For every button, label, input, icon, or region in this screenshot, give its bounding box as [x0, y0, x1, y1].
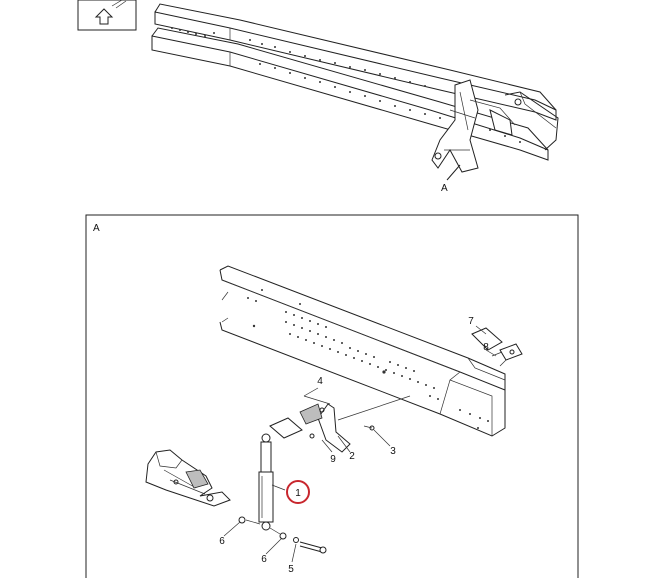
highlight-ring — [286, 480, 310, 504]
callout-6-right[interactable]: 6 — [261, 554, 267, 565]
frame-rail — [219, 265, 506, 437]
overview-dot-pattern — [171, 27, 521, 143]
detail-panel-label: A — [93, 223, 100, 234]
callout-1[interactable]: 1 — [295, 488, 301, 499]
leader-lines — [223, 325, 497, 563]
callout-labels: 1 2 3 4 5 6 6 7 8 9 — [219, 316, 489, 575]
lower-hardware — [238, 395, 373, 554]
view-callout-label: A — [441, 183, 448, 194]
callout-8[interactable]: 8 — [483, 342, 489, 353]
frame-rail-holes — [247, 289, 489, 429]
callout-2[interactable]: 2 — [349, 451, 355, 462]
callout-3[interactable]: 3 — [390, 446, 396, 457]
callout-6-left[interactable]: 6 — [219, 536, 225, 547]
front-arrow-icon — [94, 0, 127, 25]
shock-upper-bracket — [269, 395, 411, 453]
orientation-icon-box — [77, 0, 137, 31]
callout-9[interactable]: 9 — [330, 454, 336, 465]
detail-panel: A — [85, 214, 579, 578]
overview-frame-rails — [151, 3, 559, 181]
shock-absorber-part-1 — [258, 433, 274, 531]
callout-7[interactable]: 7 — [468, 316, 474, 327]
callout-5[interactable]: 5 — [288, 564, 294, 575]
callout-4[interactable]: 4 — [317, 376, 323, 387]
lower-hanger-bracket — [145, 449, 231, 507]
bracket-part-7 — [471, 327, 523, 367]
